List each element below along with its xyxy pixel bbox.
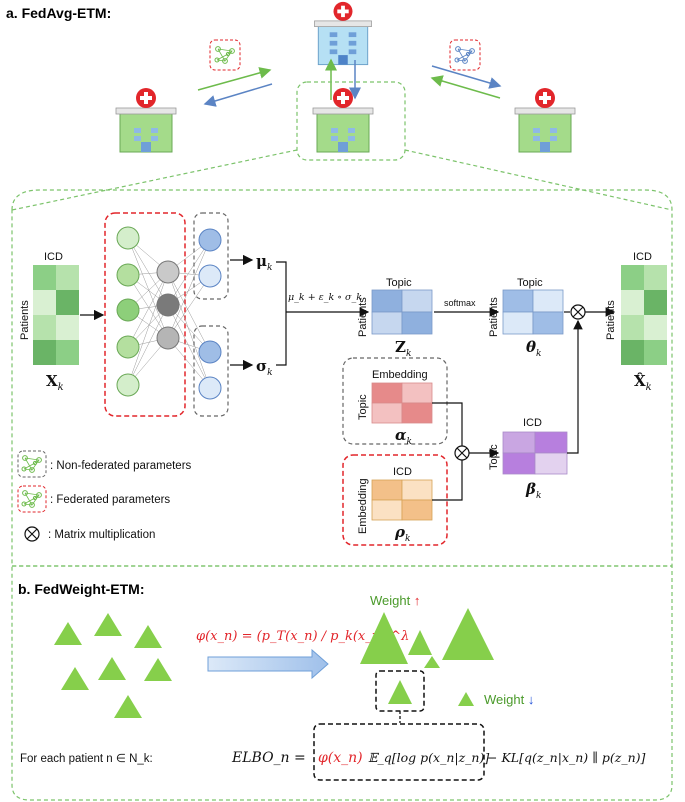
encoder-federated-box	[104, 212, 186, 417]
patient-line: For each patient n ∈ N_k:	[20, 753, 153, 765]
legend-federated-swatch	[17, 485, 47, 513]
beta-col-label: ICD	[523, 417, 542, 429]
zoom-line-left	[11, 149, 298, 211]
theta-matrix	[502, 289, 564, 335]
output-col-label: ICD	[633, 251, 652, 263]
mu-label: μk	[256, 252, 272, 273]
input-row-label: Patients	[19, 300, 31, 340]
elbo-expectation: 𝔼_q[log p(x_n|z_n)]	[368, 750, 489, 765]
reparam-connector	[276, 261, 368, 366]
sigma-head-box	[193, 325, 229, 417]
rho-to-mult-line	[432, 460, 463, 501]
section-b-container	[11, 565, 673, 801]
federated-net-box-left	[209, 39, 241, 71]
alpha-to-mult-line	[432, 402, 463, 446]
zoom-line-right	[404, 149, 673, 211]
local-client-box	[296, 81, 406, 161]
legend-nonfederated-text: : Non-federated parameters	[50, 460, 192, 472]
z-symbol: Zk	[395, 338, 411, 359]
output-symbol: X̂k	[634, 372, 652, 393]
elbo-kl: − KL[q(z_n|x_n) ∥ p(z_n)]	[487, 750, 646, 765]
network-icon	[21, 490, 42, 508]
output-matrix	[621, 265, 667, 365]
weight-formula: φ(x_n) = (p_T(x_n) / p_k(x_n))^λ	[196, 629, 409, 644]
legend-federated-text: : Federated parameters	[50, 494, 170, 506]
legend-matmul-text: : Matrix multiplication	[48, 529, 155, 541]
rho-symbol: ρk	[394, 523, 410, 544]
download-arrow-left	[203, 83, 273, 107]
alpha-matrix	[371, 382, 433, 424]
section-b-title: b. FedWeight-ETM:	[18, 581, 145, 597]
softmax-label: softmax	[444, 298, 476, 308]
encoder-input-layer	[116, 226, 140, 397]
matmul-icon	[24, 526, 40, 542]
elbo-weight: φ(x_n)	[318, 750, 363, 766]
network-icon	[454, 46, 475, 64]
weight-up-label: Weight ↑	[370, 593, 420, 608]
rho-col-label: ICD	[393, 466, 412, 478]
output-row-label: Patients	[605, 300, 617, 340]
hospital-left-icon	[115, 87, 177, 153]
beta-to-mult-line	[567, 319, 583, 454]
encoder-connections	[127, 237, 211, 389]
transform-arrow	[207, 648, 329, 680]
z-row-label: Patients	[357, 297, 369, 337]
network-icon	[214, 46, 235, 64]
network-icon	[21, 455, 42, 473]
beta-row-label: Topic	[488, 444, 500, 470]
sigma-label: σk	[256, 357, 273, 378]
section-a-title: a. FedAvg-ETM:	[6, 5, 111, 21]
download-arrow-right	[431, 65, 502, 89]
reparam-label: μ_k + ε_k ∘ σ_k	[288, 292, 362, 303]
input-symbol: Xk	[46, 372, 64, 393]
weight-down-label: Weight ↓	[484, 692, 534, 707]
encoder-output-layer	[198, 228, 222, 400]
elbo-weight-box	[313, 723, 485, 781]
theta-col-label: Topic	[517, 277, 543, 289]
federated-net-box-right	[449, 39, 481, 71]
alpha-symbol: αk	[395, 426, 412, 447]
rho-row-label: Embedding	[357, 478, 369, 534]
alpha-nonfederated-box	[342, 357, 448, 445]
input-col-label: ICD	[44, 251, 63, 263]
rho-matrix	[371, 479, 433, 521]
matmul-icon	[570, 304, 586, 320]
upload-arrow-right	[430, 75, 501, 99]
rho-federated-box	[342, 454, 448, 546]
theta-row-label: Patients	[488, 297, 500, 337]
mu-head-box	[193, 212, 229, 300]
hospital-center-icon	[312, 87, 374, 153]
section-a-container	[11, 189, 673, 567]
alpha-row-label: Topic	[357, 394, 369, 420]
input-matrix	[33, 265, 79, 365]
hospital-right-icon	[514, 87, 576, 153]
hospital-server-icon	[314, 1, 372, 66]
legend-nonfederated-swatch	[17, 450, 47, 478]
beta-matrix	[502, 431, 568, 475]
patient-triangles-unweighted	[54, 613, 172, 718]
beta-symbol: βk	[525, 480, 541, 501]
elbo-lhs: ELBO_n =	[231, 750, 306, 766]
patient-triangles-weighted	[360, 608, 494, 706]
z-matrix	[371, 289, 433, 335]
upload-arrow-left	[197, 67, 272, 91]
theta-symbol: θk	[526, 338, 541, 359]
matmul-icon	[454, 445, 470, 461]
encoder-hidden-layer	[156, 260, 180, 350]
alpha-col-label: Embedding	[372, 369, 428, 381]
z-col-label: Topic	[386, 277, 412, 289]
